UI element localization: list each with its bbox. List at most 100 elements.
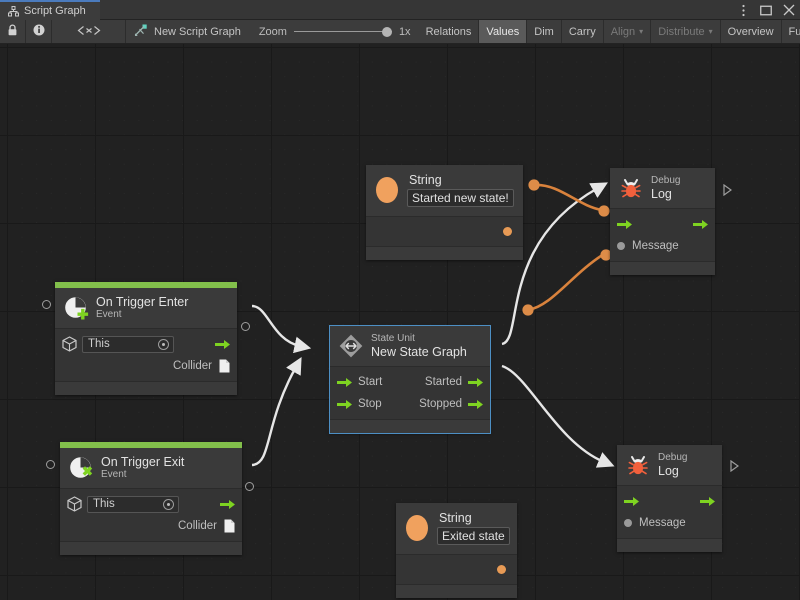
toolbar-button-values-label: Values [486, 25, 520, 38]
target-value-field[interactable]: This [87, 495, 179, 513]
value-out-port[interactable] [497, 565, 506, 574]
started-label: Started [424, 376, 462, 388]
toolbar-button-dim-label: Dim [534, 25, 554, 38]
graph-canvas[interactable]: String Started new state! [0, 44, 800, 600]
toolbar-button-overview[interactable]: Overview [720, 20, 782, 43]
stopped-output-port[interactable] [468, 399, 483, 410]
state-unit-icon [338, 333, 364, 359]
toolbar-button-carry[interactable]: Carry [561, 20, 604, 43]
close-icon[interactable] [782, 3, 796, 17]
kebab-menu-icon[interactable] [736, 3, 750, 17]
node-debug-log-bottom[interactable]: Debug Log Message [617, 445, 722, 552]
target-input-port-enter[interactable] [42, 300, 51, 309]
node-on-trigger-exit-header: On Trigger Exit Event [60, 448, 242, 489]
stop-label: Stop [358, 398, 382, 410]
flow-out-port[interactable] [700, 496, 715, 507]
node-state-unit[interactable]: State Unit New State Graph Start Started [329, 325, 491, 434]
stop-stopped-row: Stop Stopped [330, 393, 490, 415]
collider-type-icon [219, 359, 230, 373]
flow-in-port[interactable] [617, 219, 632, 230]
node-string-top-header: String Started new state! [366, 165, 523, 217]
node-debug-log-top-title: Log [651, 186, 672, 201]
object-picker-icon[interactable] [163, 498, 174, 510]
bug-icon [625, 452, 651, 478]
message-input-port[interactable] [617, 242, 625, 250]
message-label: Message [632, 240, 679, 252]
chevron-down-icon: ▾ [639, 26, 644, 36]
toolbar-button-relations-label: Relations [425, 25, 472, 38]
object-picker-icon[interactable] [158, 338, 169, 350]
info-button[interactable] [26, 20, 52, 43]
toolbar-button-distribute[interactable]: Distribute ▾ [651, 20, 721, 43]
toolbar-button-distribute-label: Distribute [658, 25, 705, 38]
node-string-bottom-type: String [439, 511, 472, 525]
node-on-trigger-enter-header: On Trigger Enter Event [55, 288, 237, 329]
node-state-unit-header: State Unit New State Graph [330, 326, 490, 367]
flow-output-port-debug-top[interactable] [723, 183, 733, 197]
toolbar-button-align[interactable]: Align ▾ [603, 20, 652, 43]
maximize-icon[interactable] [759, 3, 773, 17]
value-out-port[interactable] [503, 227, 512, 236]
tab-script-graph[interactable]: Script Graph [0, 0, 100, 20]
graph-name-field[interactable]: New Script Graph [126, 20, 251, 43]
flow-output-port-debug-bottom[interactable] [730, 459, 740, 473]
node-string-top[interactable]: String Started new state! [366, 165, 523, 260]
flow-in-port[interactable] [624, 496, 639, 507]
message-input-port[interactable] [624, 519, 632, 527]
angle-brackets-icon [76, 25, 102, 39]
message-row: Message [617, 512, 722, 534]
node-state-unit-subtitle: State Unit [371, 333, 415, 345]
node-on-trigger-exit[interactable]: On Trigger Exit Event This [60, 442, 242, 555]
start-input-port[interactable] [337, 377, 352, 388]
zoom-slider-handle[interactable] [381, 26, 392, 37]
node-string-bottom[interactable]: String Exited state [396, 503, 517, 598]
node-string-top-footer [366, 247, 523, 260]
graph-name-label: New Script Graph [154, 25, 241, 38]
node-debug-log-bottom-title: Log [658, 463, 679, 478]
started-output-port[interactable] [468, 377, 483, 388]
node-debug-log-top-header: Debug Log [610, 168, 715, 209]
collider-row: Collider [55, 355, 237, 377]
stop-input-port[interactable] [337, 399, 352, 410]
node-debug-log-top[interactable]: Debug Log Message [610, 168, 715, 275]
code-view-button[interactable] [52, 20, 126, 43]
start-started-row: Start Started [330, 371, 490, 393]
gameobject-cube-icon [67, 496, 82, 512]
node-debug-log-top-body: Message [610, 209, 715, 262]
node-on-trigger-enter[interactable]: On Trigger Enter Event This [55, 282, 237, 395]
string-value-input[interactable]: Exited state [437, 527, 510, 545]
node-debug-log-bottom-body: Message [617, 486, 722, 539]
target-value-field[interactable]: This [82, 335, 174, 353]
node-on-trigger-enter-subtitle: Event [96, 309, 122, 321]
collider-output-port-exit[interactable] [245, 482, 254, 491]
node-string-bottom-footer [396, 585, 517, 598]
string-value-input[interactable]: Started new state! [407, 189, 514, 207]
flow-out-port[interactable] [220, 499, 235, 510]
node-debug-log-top-footer [610, 262, 715, 275]
node-debug-log-bottom-footer [617, 539, 722, 552]
flow-out-port[interactable] [693, 219, 708, 230]
node-on-trigger-exit-subtitle: Event [101, 469, 127, 481]
collider-output-port-enter[interactable] [241, 322, 250, 331]
window-controls [736, 0, 796, 20]
bug-icon [618, 175, 644, 201]
graph-toolbar: New Script Graph Zoom 1x Relations Value… [0, 20, 800, 44]
flow-out-port[interactable] [215, 339, 230, 350]
toolbar-button-values[interactable]: Values [479, 20, 528, 43]
node-on-trigger-exit-body: This Collider [60, 489, 242, 542]
node-debug-log-top-subtitle: Debug [651, 175, 681, 187]
node-on-trigger-enter-body: This Collider [55, 329, 237, 382]
script-graph-icon [8, 5, 19, 17]
zoom-slider-track [293, 30, 392, 32]
node-on-trigger-exit-title: On Trigger Exit [101, 455, 185, 470]
node-string-top-type: String [409, 173, 442, 187]
zoom-slider[interactable] [293, 26, 392, 38]
toolbar-button-relations[interactable]: Relations [418, 20, 480, 43]
chevron-down-icon: ▾ [708, 26, 713, 36]
target-input-port-exit[interactable] [46, 460, 55, 469]
lock-button[interactable] [0, 20, 26, 43]
zoom-control[interactable]: Zoom 1x [251, 20, 419, 43]
toolbar-button-dim[interactable]: Dim [527, 20, 562, 43]
toolbar-button-fullscreen[interactable]: Full Scr [781, 20, 800, 43]
